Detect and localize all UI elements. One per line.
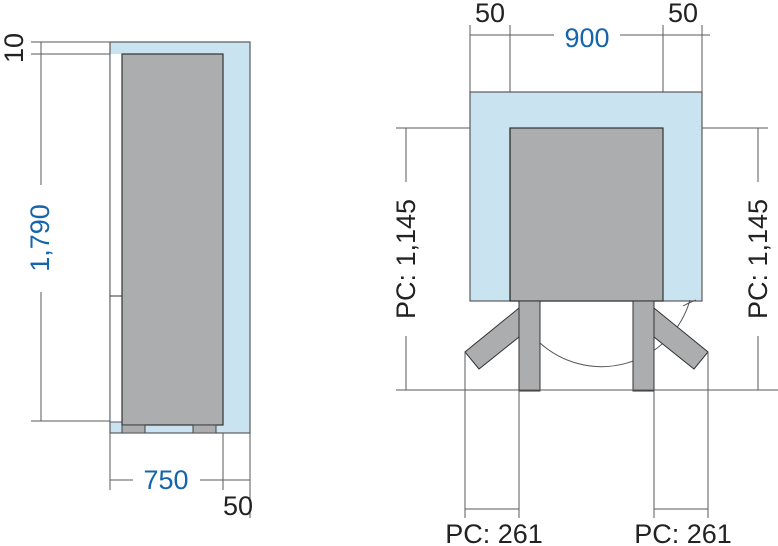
- left-height-label: PC: 1,145: [391, 199, 421, 319]
- width-label: 900: [564, 23, 609, 53]
- side-unit: [121, 53, 224, 426]
- left-gap-label: 50: [475, 0, 505, 28]
- top-gap-label: 10: [0, 33, 29, 63]
- depth-label: 750: [143, 465, 188, 495]
- side-front-gap: [110, 54, 122, 422]
- front-view: [396, 25, 778, 518]
- right-height-label: PC: 1,145: [743, 199, 773, 319]
- side-view: [31, 41, 251, 518]
- left-leg: [518, 300, 541, 392]
- swing-arc: [539, 299, 691, 368]
- right-arm-label: PC: 261: [634, 519, 732, 546]
- front-unit: [509, 127, 664, 302]
- right-gap-label: 50: [668, 0, 698, 28]
- side-foot-front: [121, 424, 146, 434]
- back-gap-label: 50: [223, 491, 253, 521]
- left-arm: [464, 306, 520, 370]
- side-foot-back: [192, 424, 217, 434]
- left-arm-label: PC: 261: [445, 519, 543, 546]
- height-label: 1,790: [25, 204, 55, 272]
- right-arm: [653, 306, 709, 370]
- right-leg: [632, 300, 655, 392]
